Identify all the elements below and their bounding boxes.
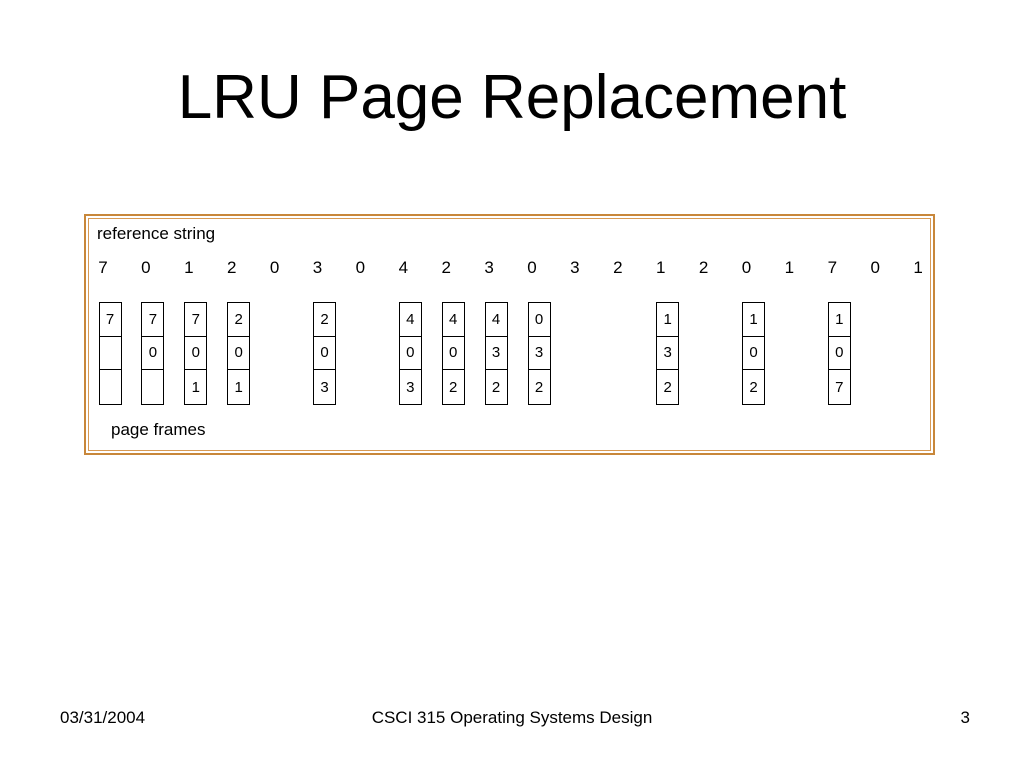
page-frame-cell: 0	[399, 337, 421, 371]
page-frame-cell: 0	[828, 337, 850, 371]
page-frame-cell: 4	[442, 303, 464, 337]
reference-string-item: 0	[527, 258, 537, 277]
page-frame-cell: 0	[743, 337, 764, 371]
page-frame-cell: 0	[314, 337, 335, 371]
reference-string-item: 1	[784, 258, 795, 277]
page-frame-cell	[99, 337, 121, 371]
reference-string-item: 7	[827, 258, 838, 277]
page-frame-cell: 2	[663, 378, 672, 396]
reference-string-label: reference string	[97, 224, 216, 243]
reference-string-item: 7	[98, 258, 108, 277]
page-frame-cell: 3	[657, 337, 679, 371]
page-frame-cell: 0	[185, 337, 207, 371]
reference-string-item: 2	[698, 258, 709, 277]
page-frame-cell: 7	[835, 378, 844, 396]
page-frame-cell: 4	[485, 303, 507, 337]
reference-string-item: 1	[184, 258, 194, 277]
reference-string-item: 0	[141, 258, 151, 277]
page-frame-cell: 3	[320, 378, 329, 396]
footer-course-title: CSCI 315 Operating Systems Design	[371, 708, 653, 727]
page-frame-cell: 3	[485, 337, 507, 371]
reference-string-item: 3	[484, 258, 494, 277]
page-frame-cell: 0	[228, 337, 250, 371]
page-frame-stack: 7	[98, 302, 122, 405]
page-frame-cell: 2	[534, 378, 544, 396]
reference-string-item: 0	[741, 258, 752, 277]
page-frame-cell: 7	[142, 303, 164, 337]
reference-string-item: 3	[312, 258, 323, 277]
page-frame-cell: 2	[491, 378, 501, 396]
slide-title: LRU Page Replacement	[177, 63, 847, 132]
reference-string-item: 4	[398, 258, 409, 277]
page-frame-cell: 1	[828, 303, 850, 337]
reference-string-item: 1	[655, 258, 666, 277]
page-frame-cell: 7	[185, 303, 207, 337]
footer-date: 03/31/2004	[60, 708, 146, 727]
reference-string-item: 0	[870, 258, 880, 277]
page-frame-cell: 1	[743, 303, 764, 337]
page-frame-cell: 1	[191, 378, 200, 396]
page-frame-cell: 4	[399, 303, 421, 337]
footer-page-number: 3	[960, 708, 970, 727]
page-frame-cell: 2	[449, 378, 458, 396]
page-frames-label: page frames	[111, 420, 206, 439]
reference-string-item: 2	[226, 258, 237, 277]
page-frame-cell	[100, 370, 121, 404]
page-frame-cell: 2	[749, 378, 758, 396]
page-frame-cell: 1	[234, 378, 243, 396]
page-frame-cell: 1	[657, 303, 679, 337]
page-frame-cell: 0	[142, 337, 164, 371]
page-frame-cell	[142, 370, 163, 404]
reference-string-item: 2	[613, 258, 623, 277]
reference-string-item: 1	[913, 258, 923, 277]
reference-string-item: 3	[570, 258, 580, 277]
reference-string-item: 2	[441, 258, 451, 277]
page-frame-cell: 7	[99, 303, 121, 337]
page-frame-cell: 2	[314, 303, 335, 337]
page-frame-cell: 0	[528, 303, 550, 337]
reference-string-item: 0	[269, 258, 280, 277]
page-frame-cell: 2	[228, 303, 250, 337]
page-frame-cell: 3	[406, 378, 415, 396]
page-frame-cell: 0	[442, 337, 464, 371]
reference-string-item: 0	[355, 258, 366, 277]
page-frame-cell: 3	[528, 337, 550, 371]
